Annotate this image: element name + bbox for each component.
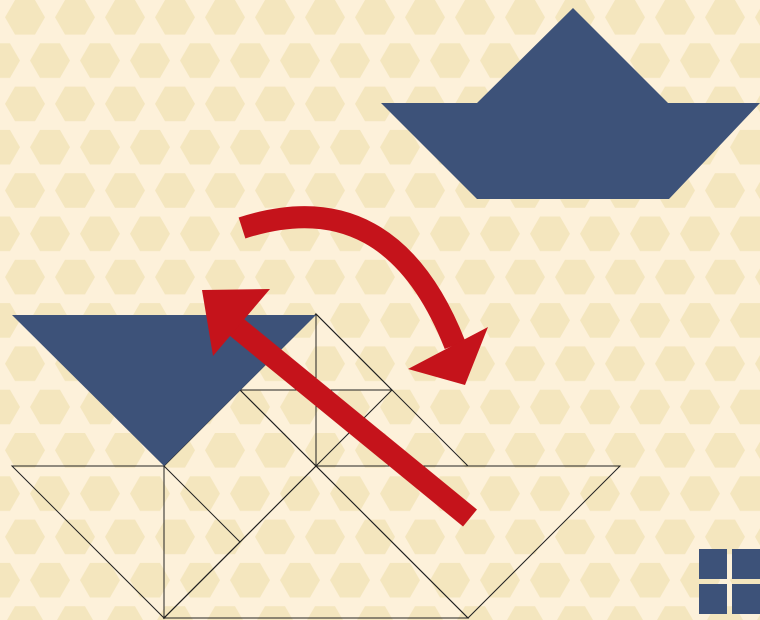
grid-menu-icon-cell (732, 549, 760, 579)
grid-menu-icon-cell (699, 584, 727, 614)
grid-menu-button[interactable] (699, 549, 760, 615)
grid-menu-icon-cell (732, 584, 760, 614)
grid-menu-icon-cell (699, 549, 727, 579)
